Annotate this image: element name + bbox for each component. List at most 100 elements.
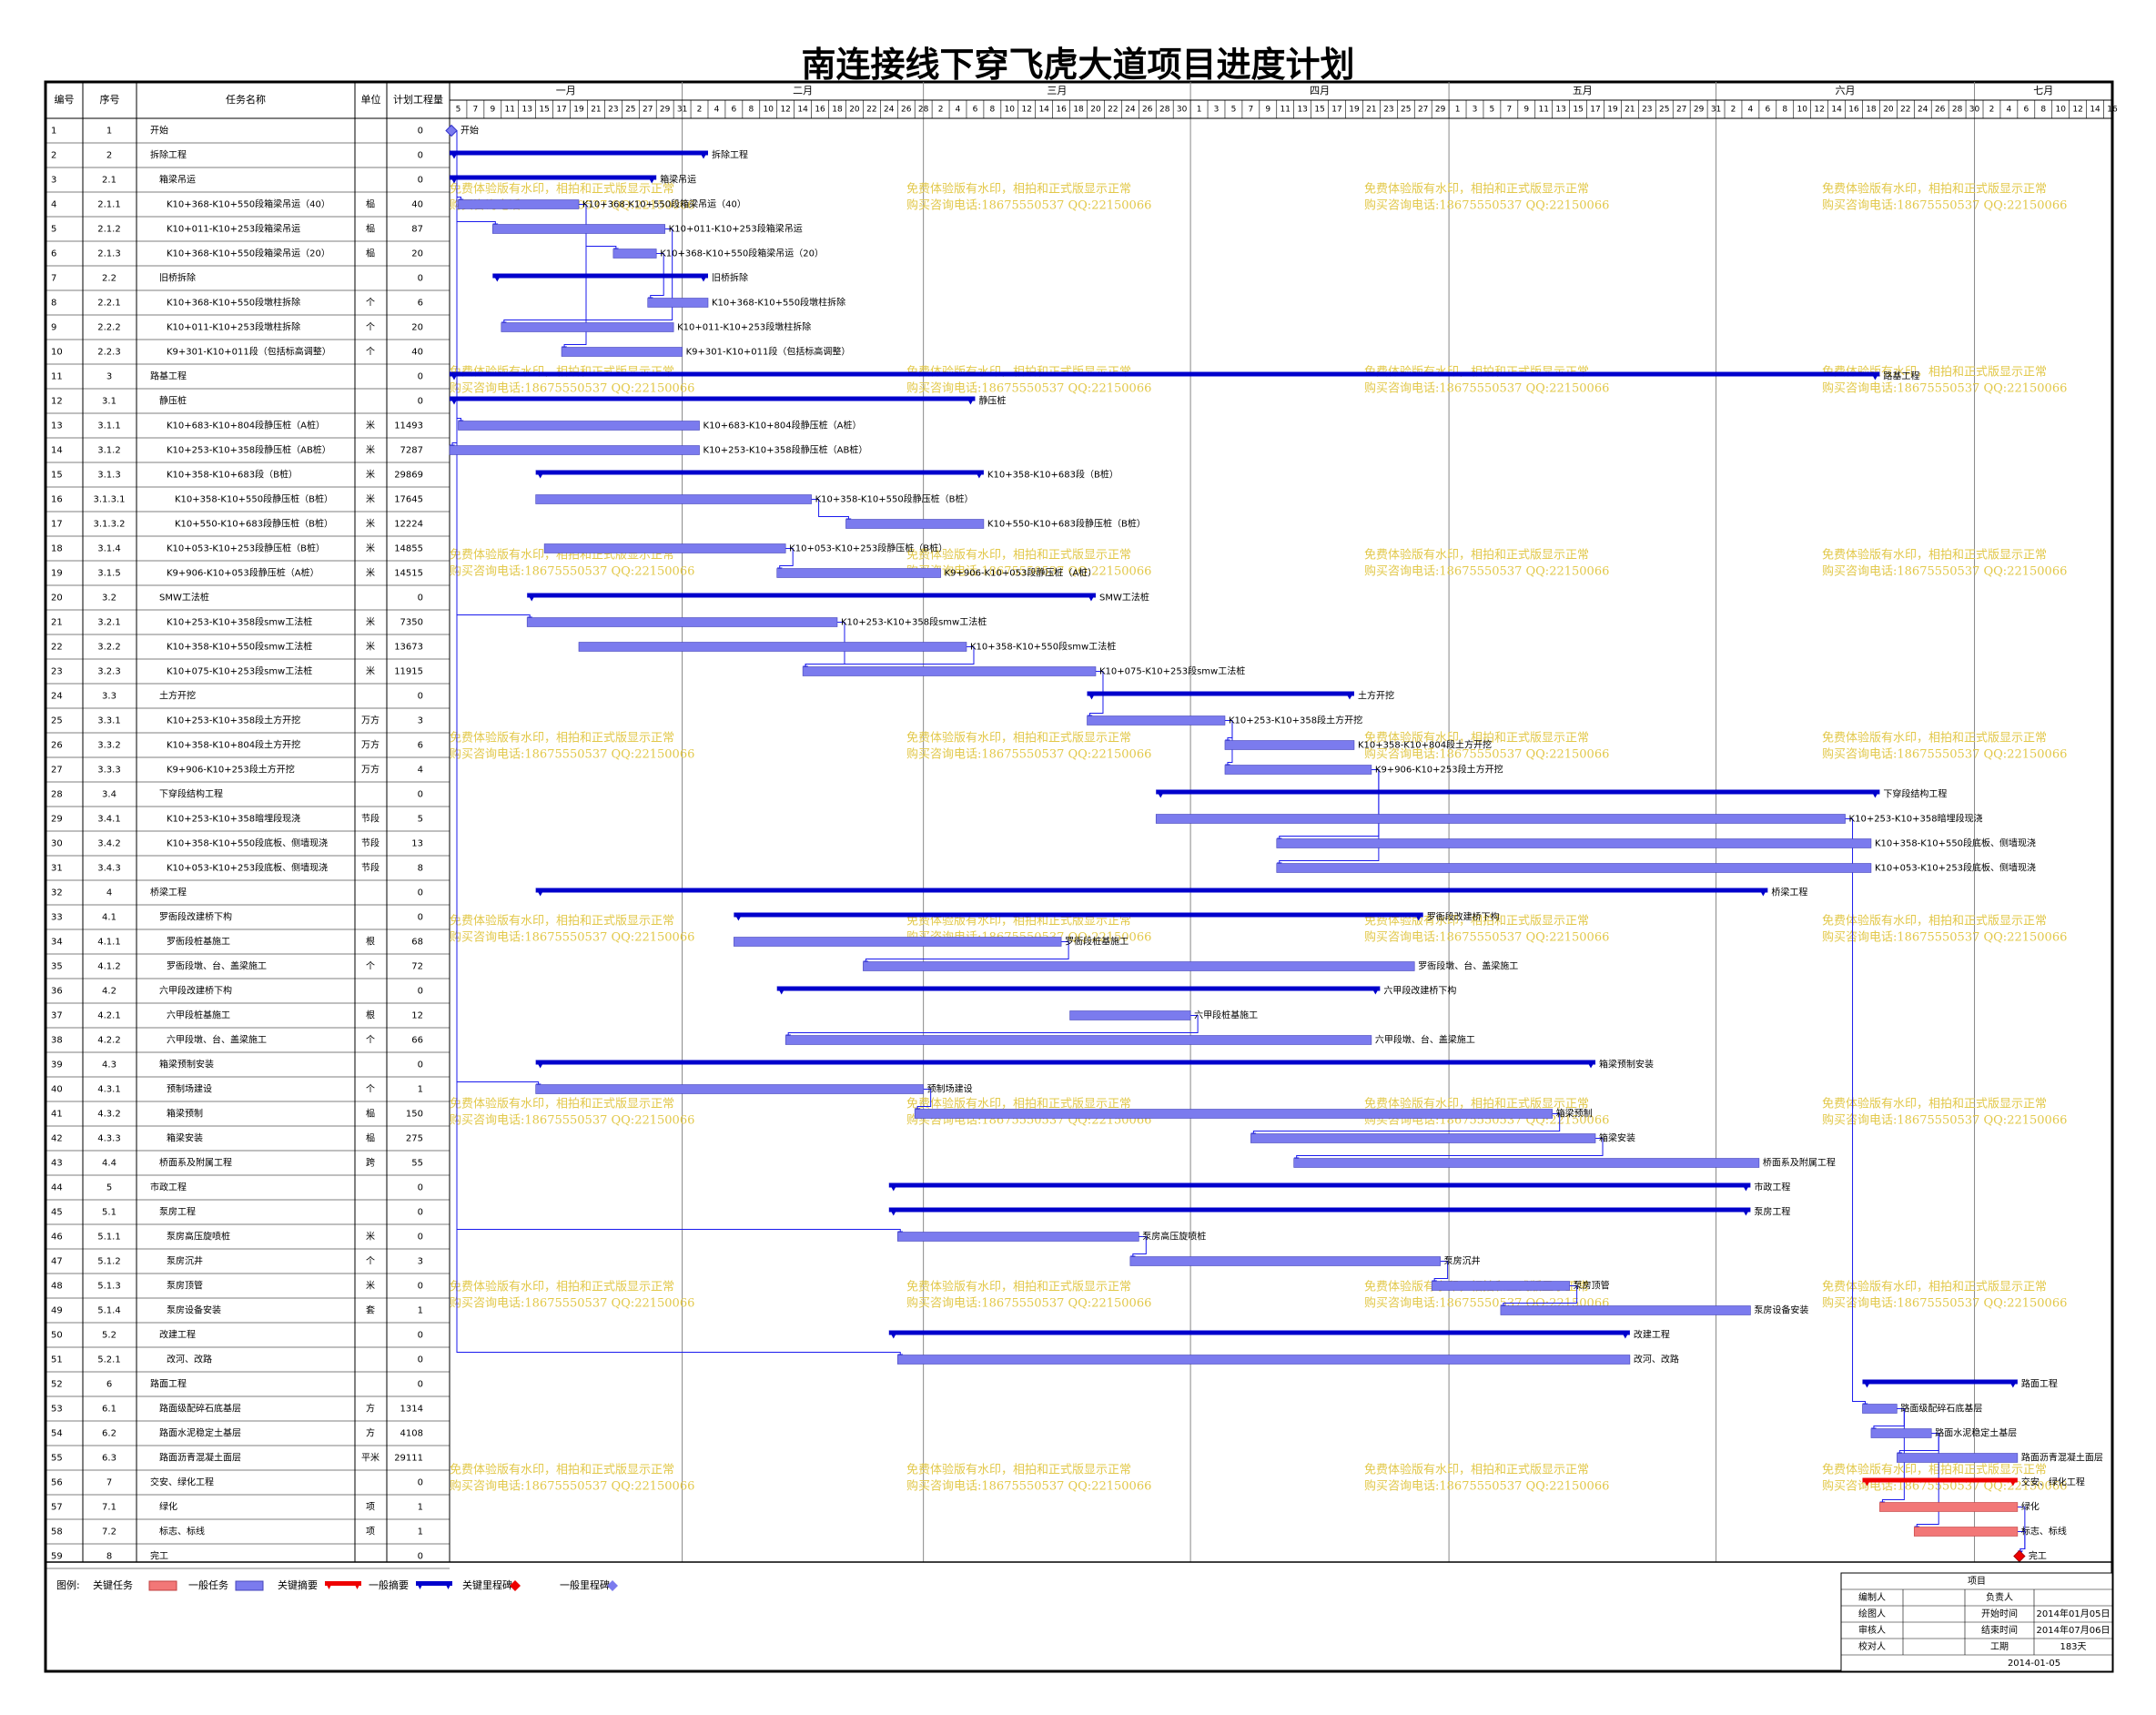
row-id: 14 bbox=[51, 446, 63, 456]
summary-cap bbox=[698, 273, 708, 282]
watermark-text: 购买咨询电话:18675550537 QQ:22150066 bbox=[1364, 930, 1609, 945]
row-name: K10+053-K10+253段底板、侧墙现浇 bbox=[167, 862, 328, 874]
bar-label: 泵房工程 bbox=[1754, 1206, 1790, 1218]
bar-label: 旧桥拆除 bbox=[712, 272, 748, 284]
row-id: 52 bbox=[51, 1380, 63, 1390]
watermark-text: 购买咨询电话:18675550537 QQ:22150066 bbox=[450, 1479, 694, 1494]
row-name: 六甲段墩、台、盖梁施工 bbox=[167, 1034, 267, 1046]
day-label: 21 bbox=[591, 106, 601, 115]
summary-cap bbox=[1870, 789, 1880, 798]
bar-label: 六甲段改建桥下构 bbox=[1383, 985, 1456, 997]
day-label: 17 bbox=[556, 106, 566, 115]
info-checker: 校对人 bbox=[1858, 1640, 1886, 1652]
summary-bar bbox=[888, 1207, 1751, 1213]
summary-cap bbox=[888, 1207, 898, 1216]
row-seq: 3.4.1 bbox=[97, 815, 120, 825]
bar-label: 桥面系及附属工程 bbox=[1763, 1157, 1836, 1169]
row-id: 55 bbox=[51, 1454, 63, 1464]
row-unit: 套 bbox=[366, 1304, 375, 1316]
day-label: 12 bbox=[1022, 106, 1032, 115]
row-name: K10+683-K10+804段静压桩（A桩） bbox=[167, 420, 325, 431]
watermark-text: 购买咨询电话:18675550537 QQ:22150066 bbox=[906, 1479, 1151, 1494]
day-label: 14 bbox=[797, 106, 808, 115]
row-seq: 6.1 bbox=[102, 1405, 116, 1415]
row-seq: 7.1 bbox=[102, 1503, 116, 1513]
task-bar bbox=[1500, 1305, 1751, 1315]
day-label: 11 bbox=[505, 106, 515, 115]
month-label: 三月 bbox=[1047, 85, 1067, 96]
row-qty: 29111 bbox=[394, 1454, 423, 1464]
bar-label: 桥梁工程 bbox=[1771, 887, 1807, 898]
task-bar bbox=[501, 322, 674, 332]
watermark-text: 购买咨询电话:18675550537 QQ:22150066 bbox=[1822, 930, 2067, 945]
row-seq: 5.1.3 bbox=[97, 1282, 120, 1292]
dependency-link bbox=[811, 499, 849, 521]
summary-cap bbox=[776, 986, 786, 995]
day-label: 23 bbox=[1642, 106, 1652, 115]
row-seq: 4.3 bbox=[102, 1060, 116, 1071]
dependency-link bbox=[1881, 1408, 1905, 1504]
day-label: 14 bbox=[1831, 106, 1842, 115]
day-label: 15 bbox=[1573, 106, 1583, 115]
dependency-link bbox=[1252, 1113, 1561, 1135]
summary-bar bbox=[535, 888, 1768, 893]
day-label: 1 bbox=[1197, 106, 1202, 115]
row-name: 拆除工程 bbox=[150, 149, 187, 161]
watermark-text: 购买咨询电话:18675550537 QQ:22150066 bbox=[1822, 1296, 2067, 1311]
row-name: 市政工程 bbox=[150, 1182, 187, 1193]
task-bar bbox=[1913, 1527, 2019, 1537]
legend-swatch bbox=[353, 1581, 361, 1589]
month-label: 一月 bbox=[556, 85, 576, 96]
summary-cap bbox=[535, 470, 545, 479]
row-name: 桥梁工程 bbox=[150, 887, 187, 898]
row-id: 59 bbox=[51, 1552, 63, 1562]
row-id: 25 bbox=[51, 716, 63, 726]
row-id: 49 bbox=[51, 1306, 63, 1316]
row-unit: 榀 bbox=[366, 1132, 375, 1144]
row-unit: 根 bbox=[366, 1010, 375, 1021]
watermark-text: 免费体验版有水印，相拍和正式版显示正常 bbox=[1364, 548, 1589, 563]
row-name: 完工 bbox=[150, 1550, 168, 1562]
row-seq: 4.2 bbox=[102, 987, 116, 997]
bar-label: 路面级配碎石底基层 bbox=[1900, 1403, 1982, 1415]
row-seq: 6 bbox=[106, 1380, 112, 1390]
day-label: 27 bbox=[1676, 106, 1686, 115]
watermark-text: 免费体验版有水印，相拍和正式版显示正常 bbox=[1822, 1280, 2047, 1294]
legend-label: 关键里程碑 bbox=[462, 1578, 512, 1591]
info-end_label: 结束时间 bbox=[1981, 1624, 2018, 1636]
summary-cap bbox=[888, 1182, 898, 1192]
dependency-link bbox=[1224, 720, 1233, 766]
info-reviewer: 审核人 bbox=[1858, 1624, 1886, 1636]
bar-label: 箱梁预制 bbox=[1556, 1108, 1593, 1120]
day-label: 2 bbox=[938, 106, 944, 115]
task-bar bbox=[526, 617, 838, 627]
task-bar bbox=[896, 1232, 1139, 1242]
bar-label: 六甲段桩基施工 bbox=[1194, 1010, 1258, 1021]
row-seq: 3.1 bbox=[102, 397, 116, 407]
summary-cap bbox=[2008, 1477, 2018, 1487]
legend-label: 关键任务 bbox=[93, 1578, 133, 1591]
info-owner: 负责人 bbox=[1986, 1591, 2013, 1603]
day-label: 5 bbox=[1490, 106, 1495, 115]
row-id: 3 bbox=[51, 176, 56, 186]
bar-label: K10+053-K10+253段底板、侧墙现浇 bbox=[1875, 862, 2036, 874]
row-id: 9 bbox=[51, 323, 56, 333]
header-qty: 计划工程量 bbox=[393, 94, 443, 106]
bar-label: 路基工程 bbox=[1883, 370, 1919, 382]
legend-swatch bbox=[325, 1581, 333, 1589]
row-seq: 3.2.1 bbox=[97, 618, 120, 628]
row-id: 40 bbox=[51, 1085, 63, 1095]
row-seq: 2.1 bbox=[102, 176, 116, 186]
watermark-text: 免费体验版有水印，相拍和正式版显示正常 bbox=[906, 1280, 1131, 1294]
row-qty: 1 bbox=[418, 1503, 423, 1513]
row-name: 箱梁安装 bbox=[167, 1132, 203, 1144]
dependency-link bbox=[1132, 1236, 1147, 1258]
row-qty: 0 bbox=[418, 913, 423, 923]
row-qty: 0 bbox=[418, 1478, 423, 1488]
row-seq: 6.3 bbox=[102, 1454, 116, 1464]
row-seq: 4.2.2 bbox=[97, 1036, 120, 1046]
day-label: 28 bbox=[1952, 106, 1963, 115]
bar-label: K10+358-K10+550段smw工法桩 bbox=[970, 641, 1116, 653]
summary-cap bbox=[1620, 1330, 1630, 1339]
row-unit: 项 bbox=[366, 1502, 375, 1513]
